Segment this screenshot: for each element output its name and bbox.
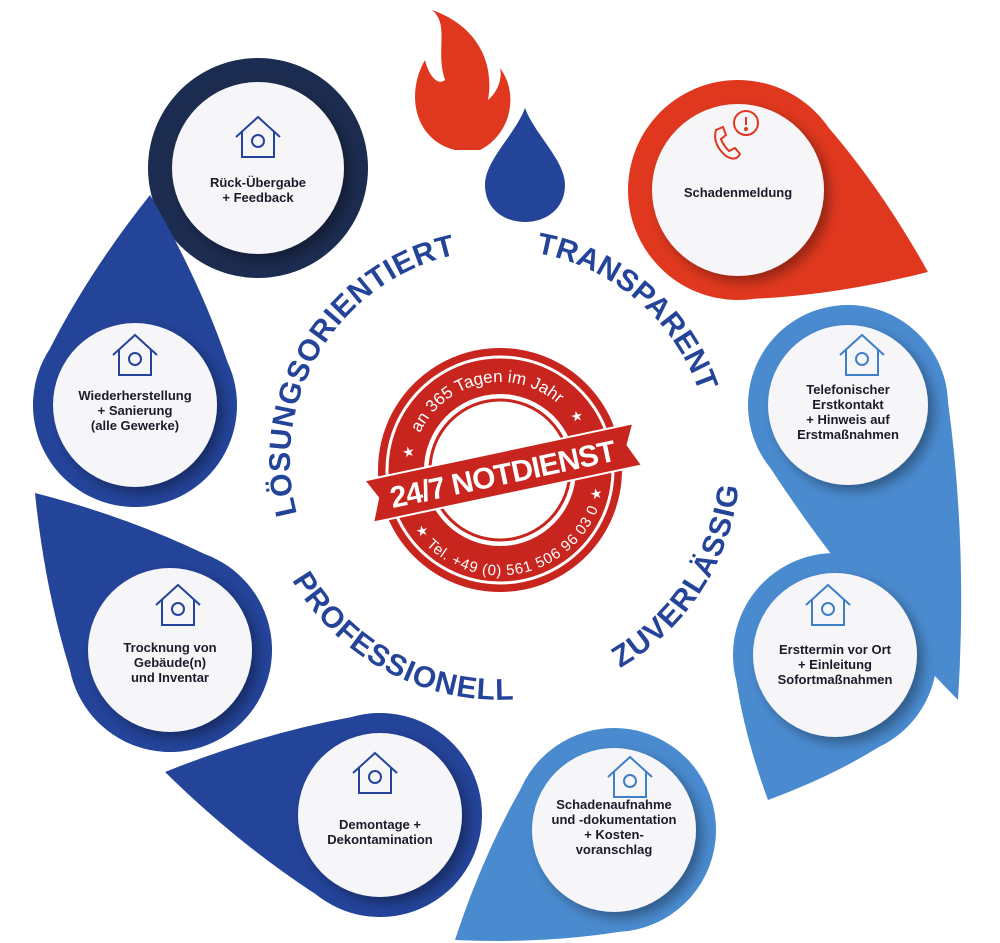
flame-icon	[415, 10, 511, 150]
step-circle	[532, 748, 696, 912]
water-drop-icon	[485, 108, 565, 222]
demolition-icon	[352, 751, 398, 794]
star-icon: ★	[414, 521, 430, 539]
dryer-fan-icon	[155, 583, 201, 626]
step-label-line: Schadenmeldung	[683, 184, 793, 200]
house-people-icon	[235, 115, 281, 158]
step-label-line: Rück-Übergabe	[209, 175, 307, 190]
step-label: Demontage +Dekontamination	[305, 817, 455, 847]
step-circle	[753, 573, 917, 737]
step-label-line: Erstkontakt	[812, 397, 884, 412]
star-icon: ★	[569, 407, 585, 425]
step-label-line: Telefonischer	[806, 382, 890, 397]
value-zuverlaessig: ZUVERLÄSSIG	[606, 482, 746, 674]
step-label-line: Trocknung von	[123, 639, 217, 655]
step-circle	[172, 82, 344, 254]
step-label-line: Erstmaßnahmen	[797, 427, 899, 442]
step-circle	[768, 325, 928, 485]
star-icon: ★	[588, 484, 604, 502]
step-label-line: (alle Gewerke)	[90, 417, 180, 433]
phone-alert-icon	[714, 110, 759, 160]
step-label-line: Schadenaufnahme	[556, 797, 672, 812]
step-label-line: Sofortmaßnahmen	[777, 671, 893, 687]
step-label-line: Demontage +	[339, 817, 421, 832]
step-label-line: und Inventar	[130, 669, 209, 685]
step-label-line: + Hinweis auf	[806, 412, 890, 427]
step-label-line: + Feedback	[222, 190, 294, 205]
step-label: Schadenmeldung	[663, 185, 813, 200]
step-label-line: Ersttermin vor Ort	[779, 641, 891, 657]
house-magnifier-icon	[112, 333, 158, 376]
step-circle	[652, 104, 824, 276]
step-circle	[298, 733, 462, 897]
step-label: Wiederherstellung+ Sanierung(alle Gewerk…	[60, 388, 210, 433]
step-label-line: Wiederherstellung	[78, 387, 192, 403]
headset-agent-icon	[839, 333, 885, 376]
step-label-line: Gebäude(n)	[133, 654, 207, 670]
step-label-line: + Einleitung	[797, 656, 873, 672]
step-label-line: + Kosten-	[584, 827, 644, 842]
step-label-line: und -dokumentation	[551, 812, 677, 827]
notdienst-stamp: an 365 Tagen im Jahr Tel. +49 (0) 561 50…	[362, 348, 644, 596]
step-circle	[53, 323, 217, 487]
step-label-line: voranschlag	[575, 842, 653, 857]
step-label: Rück-Übergabe+ Feedback	[183, 175, 333, 205]
step-circle	[88, 568, 252, 732]
clipboard-icon	[607, 755, 653, 798]
star-icon: ★	[401, 442, 417, 460]
house-inspector-icon	[805, 583, 851, 626]
step-label-line: Dekontamination	[327, 832, 433, 847]
step-label-line: + Sanierung	[97, 402, 173, 418]
